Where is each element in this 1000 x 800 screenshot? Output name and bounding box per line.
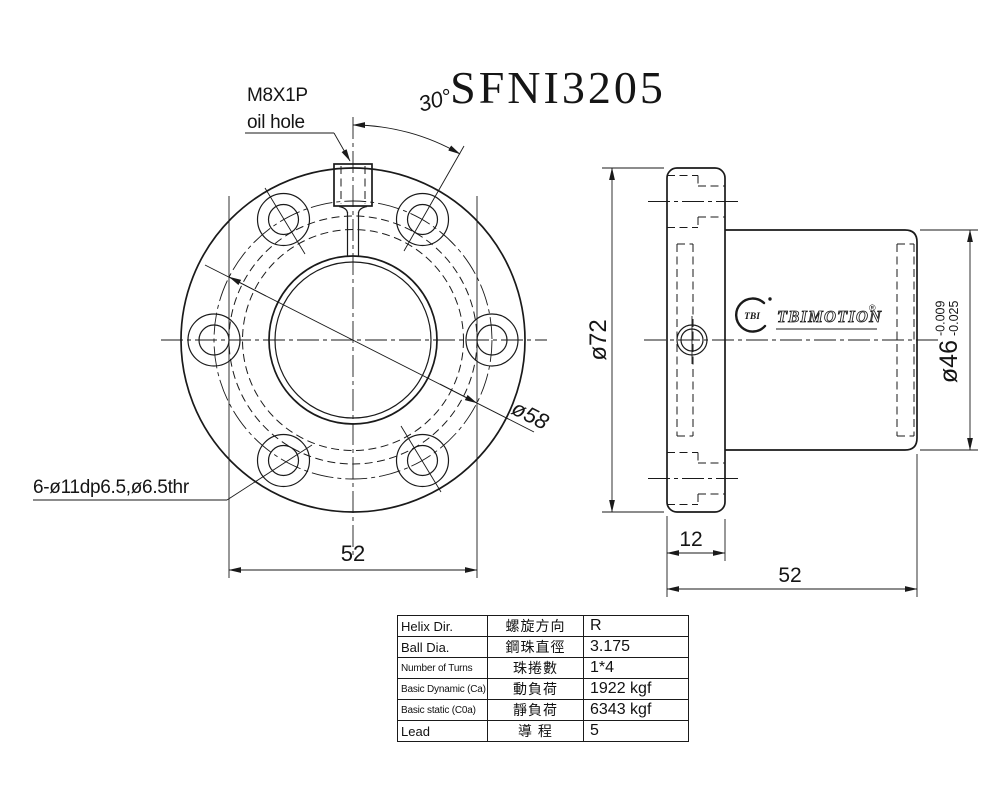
- overall-length-dimension: 52: [666, 454, 918, 597]
- spec-row-static-load: Basic static (C0a) 靜負荷 6343 kgf: [397, 699, 689, 721]
- bolt-circle: [213, 200, 493, 480]
- spec-en-label: Basic Dynamic (Ca): [397, 678, 488, 700]
- spec-zh-label: 珠捲數: [487, 657, 584, 679]
- body-diameter-tol-upper: -0.009: [934, 301, 948, 336]
- brand-logo: TBI TBIMOTION ®: [735, 297, 882, 333]
- flange-thickness-label: 12: [679, 528, 702, 551]
- logo-c-swoosh: [735, 297, 767, 333]
- hidden-counterbore-bottom: [648, 452, 740, 505]
- side-view: TBI TBIMOTION ® ø72 ø46 -0.009 -0.025: [585, 167, 978, 597]
- spec-row-dynamic-load: Basic Dynamic (Ca) 動負荷 1922 kgf: [397, 678, 689, 700]
- oil-port-fitting: [333, 163, 373, 256]
- logo-monogram: TBI: [744, 312, 760, 322]
- spec-value: 1922 kgf: [583, 678, 689, 700]
- side-oil-hole: [676, 316, 708, 364]
- flange-hidden-bore: [676, 243, 694, 437]
- spec-zh-label: 螺旋方向: [487, 615, 584, 637]
- spec-row-turns: Number of Turns 珠捲數 1*4: [397, 657, 689, 679]
- oil-port-callout: M8X1P oil hole: [245, 85, 351, 162]
- hidden-end-recess: [896, 243, 915, 437]
- spec-en-label: Basic static (C0a): [397, 699, 488, 721]
- spec-value: 3.175: [583, 636, 689, 658]
- spec-table: Helix Dir. 螺旋方向 R Ball Dia. 鋼珠直徑 3.175 N…: [397, 615, 689, 742]
- spec-row-ball-dia: Ball Dia. 鋼珠直徑 3.175: [397, 636, 689, 658]
- oil-port-leader: [333, 132, 351, 162]
- spec-en-label: Lead: [397, 720, 488, 742]
- bore-outer-circle: [268, 255, 438, 425]
- mounting-holes-label: 6-ø11dp6.5,ø6.5thr: [33, 477, 190, 498]
- spec-zh-label: 動負荷: [487, 678, 584, 700]
- spec-value: R: [583, 615, 689, 637]
- flange-outer-circle: [180, 167, 526, 513]
- spec-en-label: Ball Dia.: [397, 636, 488, 658]
- logo-brand-text: TBIMOTION: [777, 307, 882, 326]
- oil-port-name-label: oil hole: [247, 112, 305, 133]
- bolt-circle-dimension: ø58: [204, 264, 554, 435]
- page-title: SFNI3205: [450, 62, 666, 113]
- spec-value: 5: [583, 720, 689, 742]
- logo-registered-mark: ®: [869, 303, 876, 313]
- body-diameter-label: ø46: [935, 340, 963, 383]
- overall-length-label: 52: [778, 564, 801, 587]
- mounting-holes-callout: 6-ø11dp6.5,ø6.5thr: [33, 444, 313, 501]
- hidden-body-circle: [242, 229, 464, 451]
- hole-angle-dimension: 30°: [352, 84, 461, 155]
- hole-radial-centerlines: [264, 145, 465, 493]
- hole-angle-label: 30°: [415, 84, 454, 117]
- mounting-holes-leader: [226, 444, 313, 501]
- nut-body-profile: [725, 229, 918, 451]
- flange-thickness-dimension: 12: [666, 519, 726, 561]
- bore-inner-circle: [274, 261, 432, 419]
- spec-value: 6343 kgf: [583, 699, 689, 721]
- logo-registered-dot: [768, 297, 772, 301]
- hidden-counterbore-top: [648, 175, 740, 228]
- body-diameter-dimension: ø46 -0.009 -0.025: [920, 229, 978, 451]
- spec-zh-label: 導 程: [487, 720, 584, 742]
- spec-zh-label: 鋼珠直徑: [487, 636, 584, 658]
- spec-row-helix: Helix Dir. 螺旋方向 R: [397, 615, 689, 637]
- spec-row-lead: Lead 導 程 5: [397, 720, 689, 742]
- body-diameter-tol-lower: -0.025: [947, 301, 961, 336]
- spec-en-label: Number of Turns: [397, 657, 488, 679]
- spec-en-label: Helix Dir.: [397, 615, 488, 637]
- spec-value: 1*4: [583, 657, 689, 679]
- spec-zh-label: 靜負荷: [487, 699, 584, 721]
- front-width-label: 52: [341, 541, 365, 566]
- flange-profile: [666, 167, 726, 513]
- front-width-dimension: 52: [228, 196, 478, 578]
- front-view: M8X1P oil hole 30° ø58 6-ø11dp6.5,ø6.5th…: [33, 84, 554, 578]
- oil-port-thread-label: M8X1P: [247, 85, 308, 106]
- flange-diameter-dimension: ø72: [585, 167, 664, 513]
- flange-diameter-label: ø72: [585, 319, 612, 360]
